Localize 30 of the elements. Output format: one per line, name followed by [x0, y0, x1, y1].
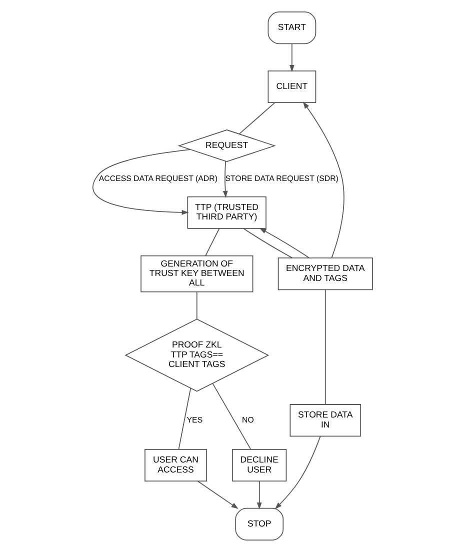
arrow [288, 43, 294, 72]
arrow [258, 228, 310, 258]
connector [324, 289, 326, 405]
edge-label: STORE DATA REQUEST (SDR) [224, 174, 338, 184]
node-box: GENERATION OF TRUST KEY BETWEEN ALL [140, 255, 253, 292]
connector [242, 228, 292, 258]
arrow [196, 480, 238, 509]
node-box: START [267, 12, 316, 44]
node-diamond: PROOF ZKL TTP TAGS== CLIENT TAGS [124, 318, 269, 392]
node-box: TTP (TRUSTED THIRD PARTY) [186, 196, 266, 229]
edge-label: ACCESS DATA REQUEST (ADR) [98, 174, 217, 184]
connector [196, 292, 197, 320]
edge-label: YES [186, 415, 202, 424]
connector [238, 102, 275, 134]
node-box: ENCRYPTED DATA AND TAGS [277, 258, 372, 290]
node-box: STORE DATA IN [289, 404, 361, 437]
arrow [92, 149, 190, 215]
arrow [302, 102, 344, 258]
node-box: USER CAN ACCESS [144, 448, 207, 482]
arrow [222, 160, 228, 198]
arrow [256, 480, 262, 510]
node-box: STOP [234, 508, 284, 540]
arrow [274, 436, 320, 510]
connector [204, 228, 220, 256]
node-diamond: REQUEST [177, 129, 276, 162]
node-box: CLIENT [267, 70, 316, 104]
edge-label: NO [242, 415, 254, 424]
connector [212, 382, 251, 450]
connector [178, 388, 191, 450]
node-box: DECLINE USER [232, 448, 286, 482]
